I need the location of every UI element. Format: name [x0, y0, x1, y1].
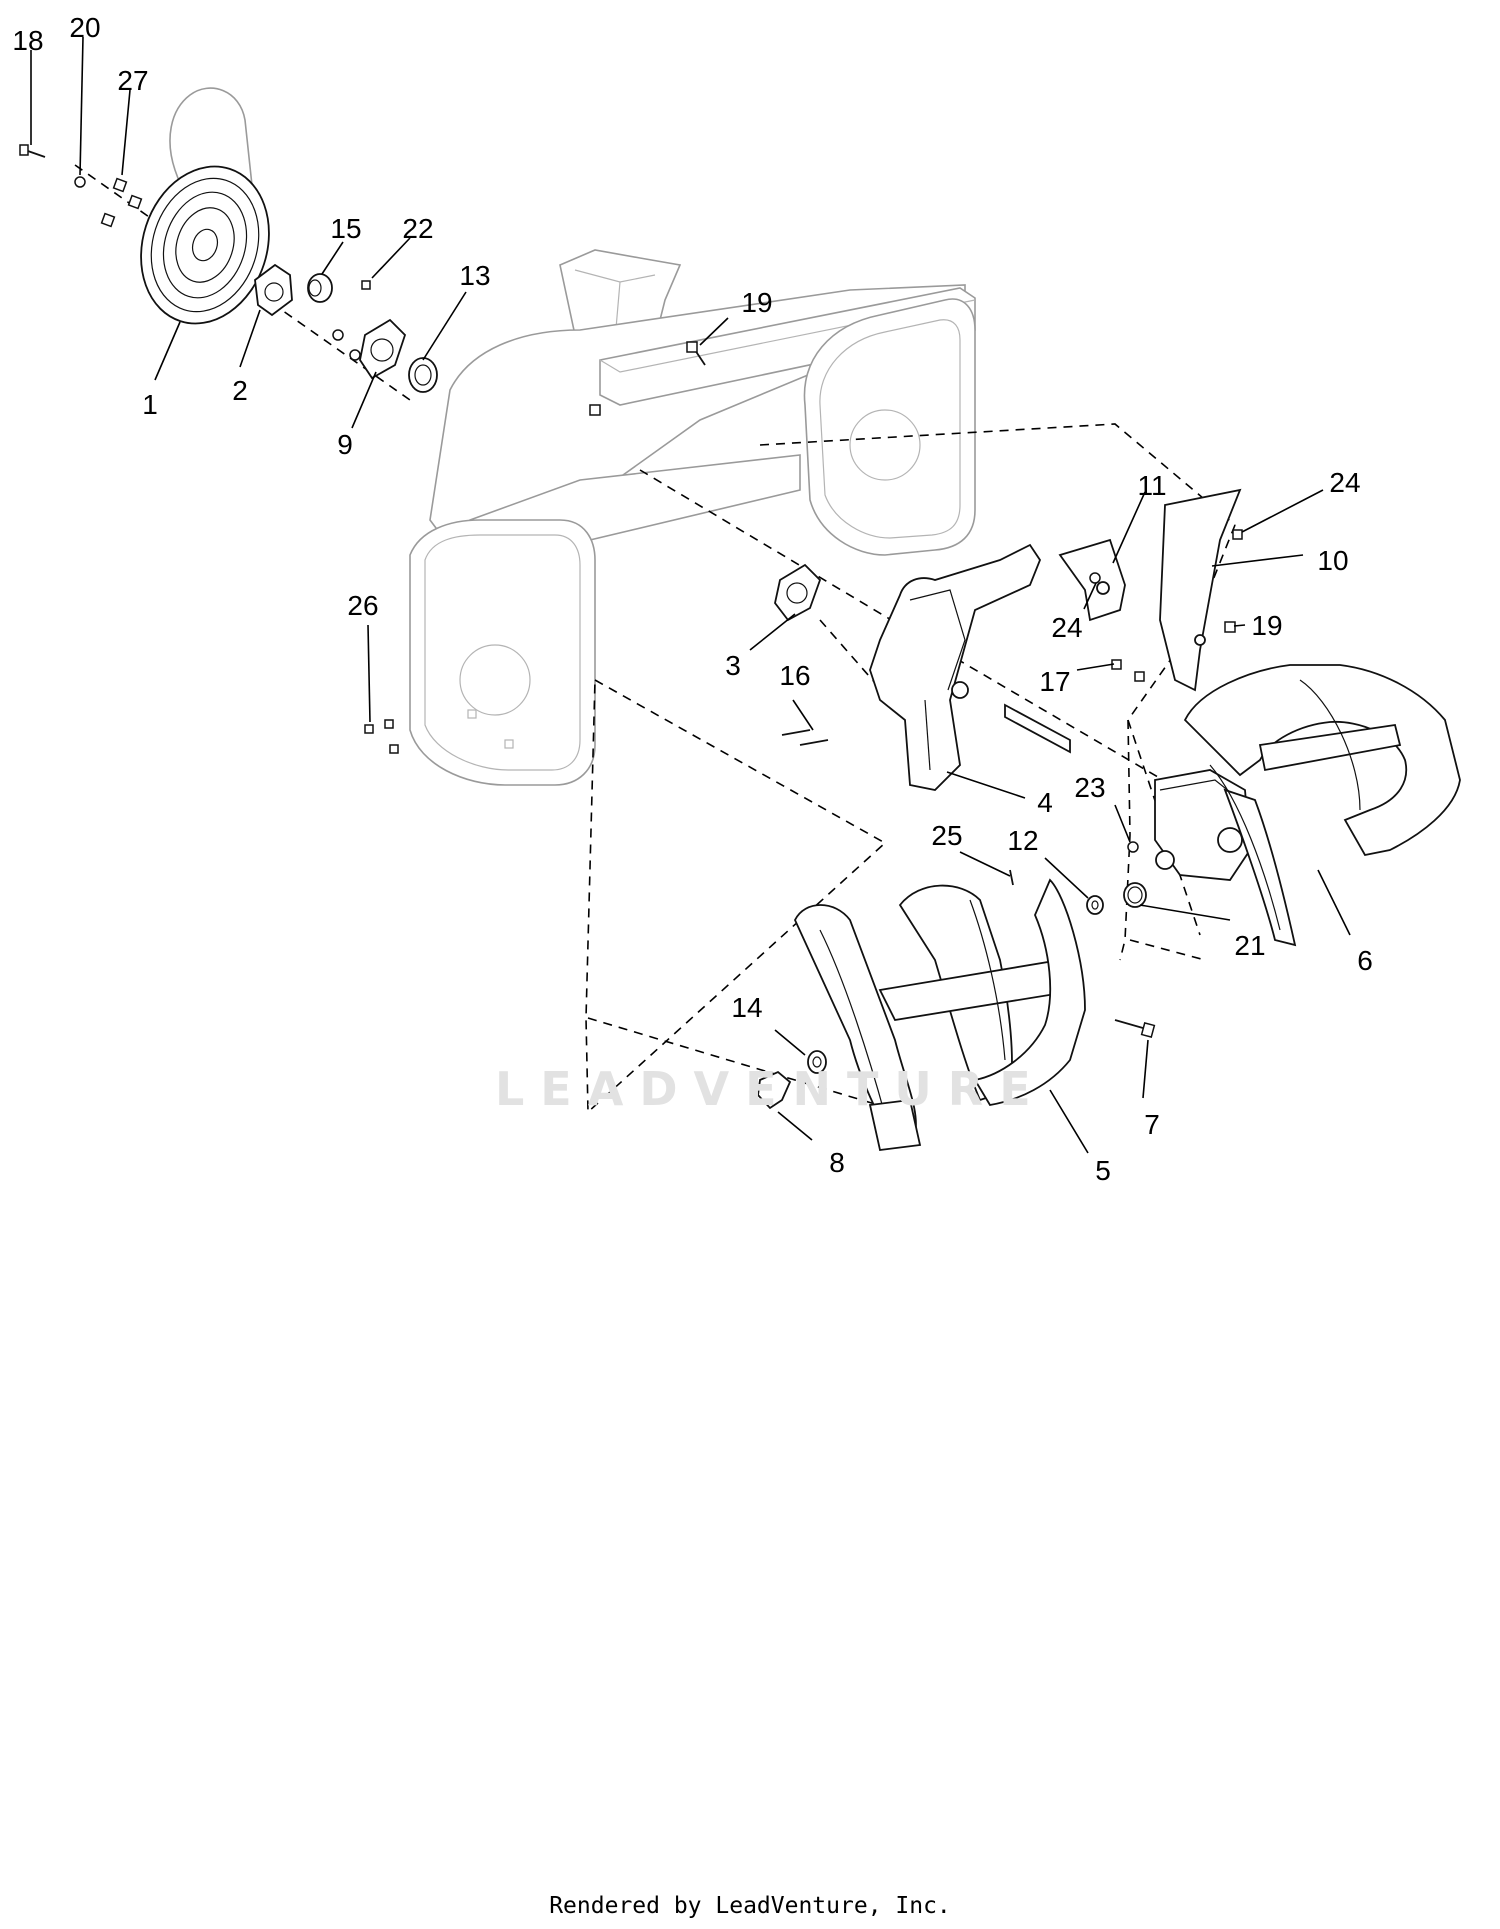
callout-25: 25	[931, 820, 962, 851]
spacer-15	[307, 273, 333, 303]
washer-12	[1086, 895, 1104, 915]
callout-9: 9	[337, 429, 353, 460]
callout-19-top: 19	[741, 287, 772, 318]
left-auger-5	[794, 878, 1086, 1151]
washer-20	[74, 176, 86, 188]
carriage-bolt-housing	[589, 404, 601, 416]
callout-6: 6	[1357, 945, 1373, 976]
nuts-27	[100, 177, 143, 228]
callout-12: 12	[1007, 825, 1038, 856]
nut-22b	[332, 329, 344, 341]
leadventure-watermark: LEADVENTURE	[495, 1062, 1047, 1116]
pulley-assembly	[140, 87, 270, 325]
callout-18: 18	[12, 25, 43, 56]
callout-5: 5	[1095, 1155, 1111, 1186]
callout-4: 4	[1037, 787, 1053, 818]
callout-14: 14	[731, 992, 762, 1023]
nut-24-right	[1232, 529, 1243, 540]
callout-7: 7	[1144, 1109, 1160, 1140]
bolt-26	[364, 719, 399, 754]
callout-26: 26	[347, 590, 378, 621]
pin-25	[1009, 869, 1014, 886]
callout-1: 1	[142, 389, 158, 420]
callout-3: 3	[725, 650, 741, 681]
callout-8: 8	[829, 1147, 845, 1178]
bolt-18	[19, 144, 46, 158]
leader-lines	[30, 36, 1351, 1154]
shear-pins-16	[781, 729, 829, 746]
callout-23: 23	[1074, 772, 1105, 803]
callout-22: 22	[402, 213, 433, 244]
callout-27: 27	[117, 65, 148, 96]
callout-17: 17	[1039, 666, 1070, 697]
washer-21	[1123, 882, 1147, 908]
bushing-14	[807, 1050, 827, 1074]
callout-24-right: 24	[1329, 467, 1360, 498]
bracket-10	[1159, 488, 1242, 692]
right-auger-6	[1183, 664, 1461, 947]
drive-shaft	[1004, 703, 1071, 754]
callout-20: 20	[69, 12, 100, 43]
flange-8	[757, 1070, 792, 1110]
impeller-4	[869, 543, 1042, 791]
callout-labels: 1 2 3 4 5 6 7 8 9 10 11 12 13 14 15 16 1…	[12, 12, 1372, 1186]
bearing-flange-2	[254, 263, 293, 317]
nut-22a	[361, 280, 371, 290]
callout-19-right: 19	[1251, 610, 1282, 641]
nut-22c	[349, 349, 361, 361]
render-credit-footer: Rendered by LeadVenture, Inc.	[549, 1893, 951, 1919]
nut-23	[1127, 841, 1139, 853]
callout-2: 2	[232, 375, 248, 406]
flange-plate-9	[359, 318, 407, 380]
callout-16: 16	[779, 660, 810, 691]
bolt-19-top	[686, 341, 706, 366]
flange-3	[774, 563, 822, 622]
callout-11: 11	[1137, 470, 1166, 501]
callout-13: 13	[459, 260, 490, 291]
callout-21: 21	[1234, 930, 1265, 961]
small-hardware	[19, 144, 1243, 886]
callout-24-left: 24	[1051, 612, 1082, 643]
callout-15: 15	[330, 213, 361, 244]
nut-19-right	[1224, 621, 1236, 633]
gearbox	[1154, 769, 1251, 881]
bolt-7	[1114, 1019, 1156, 1039]
bearing-13	[408, 357, 438, 393]
callout-10: 10	[1317, 545, 1348, 576]
bolt-17	[1111, 659, 1145, 682]
auger-housing-ghost	[409, 249, 976, 786]
nut-24-left	[1089, 572, 1101, 584]
